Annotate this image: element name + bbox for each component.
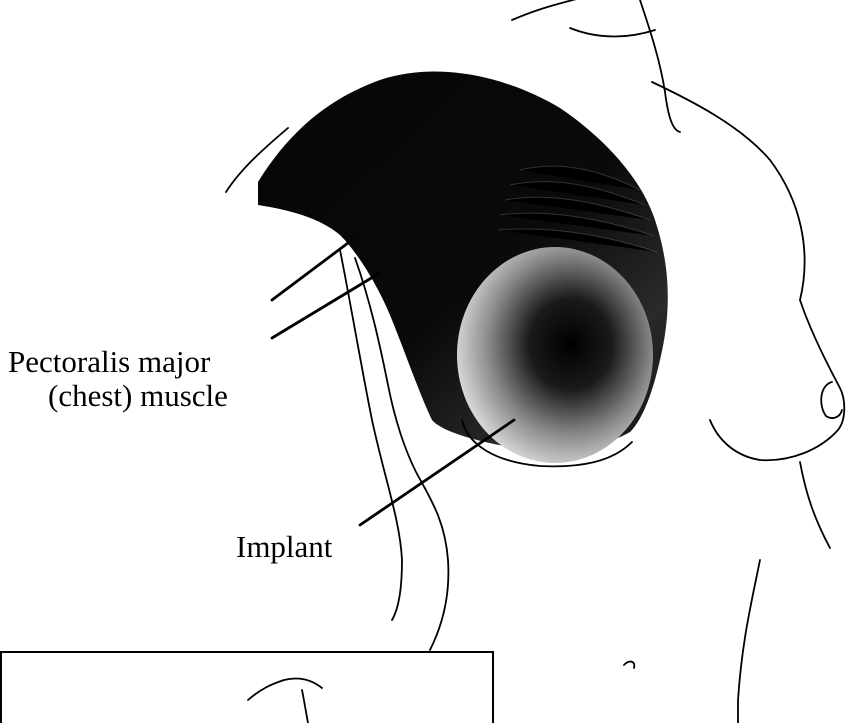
label-muscle-line1: Pectoralis major <box>8 344 211 379</box>
leader-line-muscle-upper <box>272 240 352 300</box>
leader-line-implant <box>360 420 514 525</box>
collarbone-contour <box>570 28 655 37</box>
inset-body-contour-2 <box>302 690 308 723</box>
neck-contour <box>512 0 580 20</box>
label-muscle-line2: (chest) muscle <box>48 378 228 413</box>
neck-right-contour <box>640 0 680 132</box>
torso-right-contour <box>652 82 805 300</box>
small-mark <box>624 662 634 668</box>
inset-body-contour <box>248 678 322 700</box>
implant-body <box>457 247 653 463</box>
torso-lower-right <box>738 560 760 723</box>
inset-frame <box>1 652 493 723</box>
breast-contour <box>710 300 844 460</box>
torso-right-lower <box>800 462 830 548</box>
label-implant: Implant <box>236 529 333 564</box>
leader-line-muscle-lower <box>272 274 378 338</box>
inset-box <box>1 652 493 723</box>
